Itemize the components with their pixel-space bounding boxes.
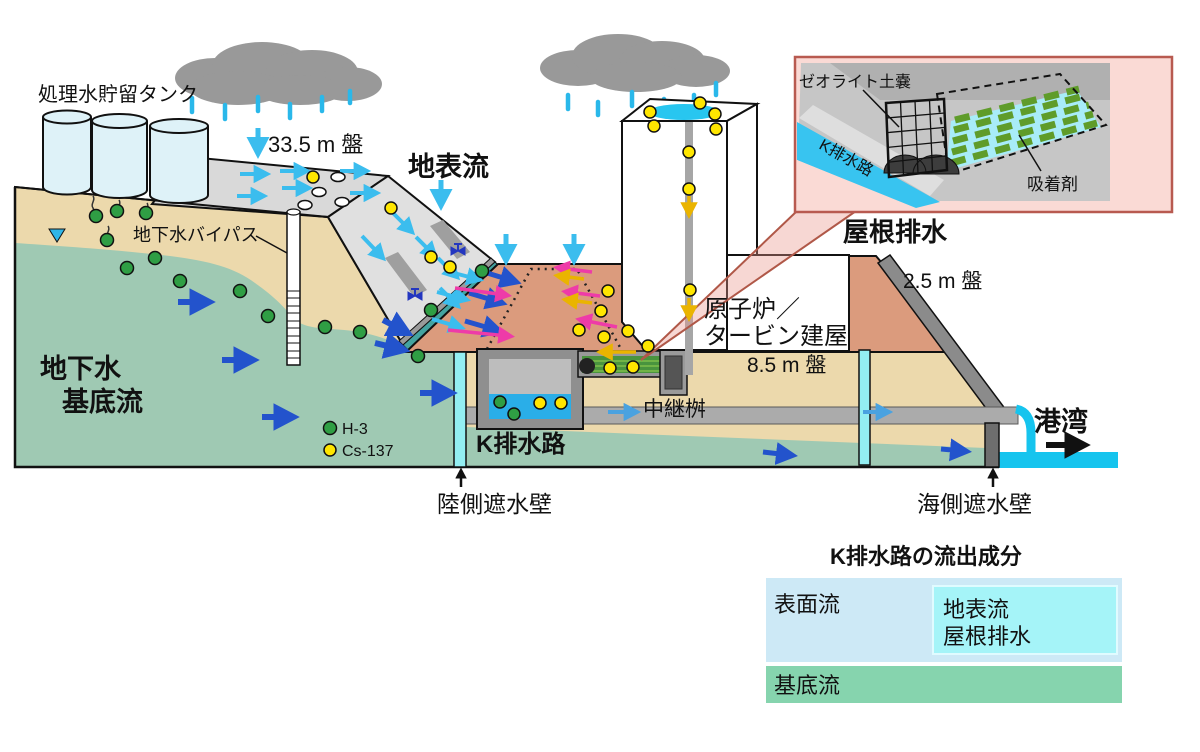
clean-water-ellipses	[297, 171, 350, 211]
nuclide-legend: H-3 Cs-137	[322, 420, 394, 460]
culvert-plug	[579, 358, 595, 374]
legend-h3-label: H-3	[342, 421, 368, 438]
table-base-flow-label: 基底流	[774, 673, 840, 698]
relay-basin-label: 中継桝	[643, 398, 706, 421]
sea-side-wall-label: 海側遮水壁	[917, 491, 1032, 517]
h3-dots	[88, 203, 521, 421]
outflow-table: K排水路の流出成分 表面流 地表流 屋根排水 基底流	[766, 544, 1122, 703]
slope-drain-patch	[385, 252, 427, 297]
level-33-5m-label: 33.5 m 盤	[268, 132, 363, 157]
outflow-table-title: K排水路の流出成分	[830, 544, 1022, 569]
k-drainage-label: K排水路	[476, 430, 566, 458]
inset-back-wall	[830, 63, 1110, 100]
surface-runoff-label: 表面流	[774, 592, 840, 617]
ground-outline	[13, 187, 999, 469]
tanks-label: 処理水貯留タンク	[38, 83, 198, 106]
water-table-symbol	[48, 228, 66, 243]
treated-water-tanks	[42, 109, 209, 204]
groundwater-strip-right	[466, 427, 986, 467]
legend-h3-dot	[322, 420, 338, 436]
inset-zeolite-pointer	[862, 89, 900, 128]
legend-cs137-label: Cs-137	[342, 443, 394, 460]
rain-cloud-middle	[540, 34, 730, 92]
callout-lines	[640, 210, 857, 361]
relay-basin-inner	[664, 355, 683, 390]
surface-runoff-inner-box	[932, 585, 1118, 655]
level-8-5m-label: 8.5 m 盤	[747, 354, 826, 377]
roof-drainage-label: 屋根排水	[843, 217, 948, 247]
inset-zeolite-label: ゼオライト土嚢	[799, 73, 911, 91]
surface-flow-label: 地表流	[408, 152, 489, 182]
level-2-5m-label: 2.5 m 盤	[903, 270, 982, 293]
groundwater-bypass-pointer	[255, 235, 288, 254]
cs137-dots	[306, 96, 723, 410]
groundwater-flow-arrows	[178, 288, 458, 431]
harbor-label: 港湾	[1034, 406, 1088, 437]
roof-downpipe	[685, 122, 693, 375]
wall-pointer-arrows	[455, 467, 999, 487]
slope-valve-icon	[407, 288, 423, 301]
infiltration-blue-arrows	[464, 266, 972, 465]
groundwater-bypass-well	[286, 208, 301, 366]
roof-drainage-arrows-gold	[553, 196, 698, 361]
base-flow-box	[766, 666, 1122, 703]
building-label-line1: 原子炉／	[704, 296, 800, 323]
inset-adsorbent-pointer	[1018, 134, 1042, 172]
groundwater-bypass-label: 地下水バイパス	[133, 225, 259, 245]
groundwater-label: 地下水	[40, 354, 122, 384]
building-label-box	[726, 254, 850, 352]
inset-mesh-cage	[884, 97, 949, 179]
base-flow-label: 基底流	[62, 386, 143, 417]
inset-panel	[793, 55, 1174, 214]
table-surface-flow-label: 地表流	[943, 597, 1009, 622]
culvert-adsorbent-texture	[584, 360, 660, 372]
inset-adsorbent-label: 吸着剤	[1027, 175, 1078, 194]
table-roof-drainage-label: 屋根排水	[943, 624, 1031, 649]
sea-side-wall	[984, 422, 1000, 468]
slope-drain-patch	[430, 220, 470, 259]
sub-drain-wall	[858, 349, 871, 466]
rain-infiltration-arrows	[246, 128, 586, 267]
rain-left	[189, 88, 353, 122]
land-side-wall	[453, 351, 467, 468]
land-side-wall-label: 陸側遮水壁	[437, 491, 552, 517]
inset-pink-corner	[797, 160, 914, 208]
building-label-line2: タービン建屋	[704, 323, 848, 350]
legend-cs137-dot	[323, 443, 337, 457]
inset-k-drain-water	[797, 122, 940, 208]
slope-valve-icon	[450, 243, 466, 256]
harbor-water	[999, 452, 1118, 468]
outfall-water	[1014, 404, 1036, 454]
